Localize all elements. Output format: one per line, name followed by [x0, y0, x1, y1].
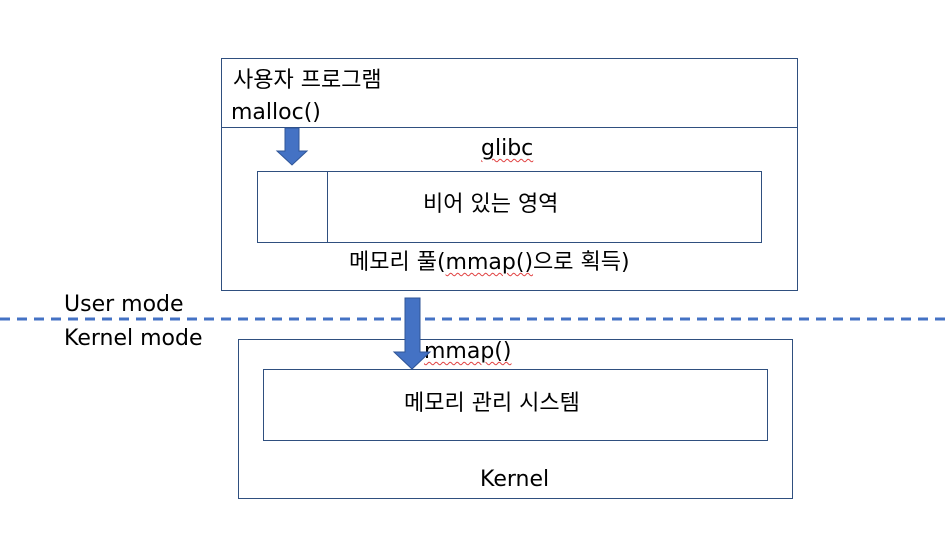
memory-management-box — [263, 369, 768, 441]
memory-management-label: 메모리 관리 시스템 — [404, 391, 580, 416]
glibc-label: glibc — [481, 136, 534, 161]
kernel-mmap-call-label: mmap() — [424, 339, 512, 364]
memory-pool-label-call: mmap() — [445, 250, 534, 275]
memory-pool-label-prefix: 메모리 풀( — [349, 250, 446, 275]
memory-pool-box — [257, 171, 762, 243]
user-mode-label: User mode — [64, 292, 184, 317]
user-glibc-divider — [221, 127, 798, 128]
malloc-arrow-icon — [275, 127, 309, 166]
free-area-label: 비어 있는 영역 — [423, 192, 559, 217]
used-block-divider — [327, 171, 328, 243]
memory-pool-label-suffix: 으로 획득) — [533, 250, 630, 275]
kernel-label: Kernel — [480, 467, 550, 492]
user-program-title: 사용자 프로그램 — [233, 68, 382, 93]
kernel-mode-label: Kernel mode — [64, 326, 203, 351]
malloc-call-label: malloc() — [231, 100, 321, 125]
memory-pool-label: 메모리 풀(mmap()으로 획득) — [349, 252, 630, 274]
mmap-arrow-icon — [392, 297, 432, 370]
